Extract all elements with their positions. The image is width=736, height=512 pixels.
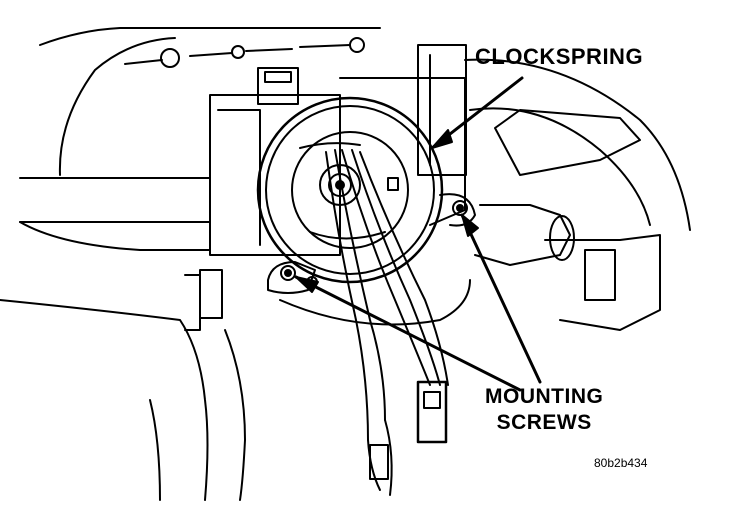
steering-wheel-rim — [39, 27, 381, 46]
lower-shroud — [0, 299, 209, 501]
clockspring-assembly — [256, 96, 444, 284]
mounting-screw-right — [439, 193, 476, 227]
wheel-mount-pins — [124, 37, 365, 68]
turn-signal-stalk — [19, 177, 211, 223]
mounting-screw-leader-right — [460, 213, 542, 384]
column-housing-left — [209, 94, 341, 256]
mounting-screws-label: MOUNTING SCREWS — [485, 384, 603, 436]
wiper-stalk — [494, 109, 641, 176]
mounting-screw-leader-left — [294, 275, 522, 392]
steering-wheel-right — [464, 58, 691, 231]
mounting-label-line1: MOUNTING — [485, 385, 604, 408]
clockspring-hub — [319, 164, 361, 206]
mounting-label-line2: SCREWS — [496, 411, 592, 434]
figure-reference: 80b2b434 — [594, 456, 648, 470]
harness-connector — [416, 380, 448, 444]
upper-connector — [257, 67, 299, 105]
clockspring-label: CLOCKSPRING — [475, 44, 644, 69]
steering-wheel-rim-inner — [58, 37, 176, 176]
